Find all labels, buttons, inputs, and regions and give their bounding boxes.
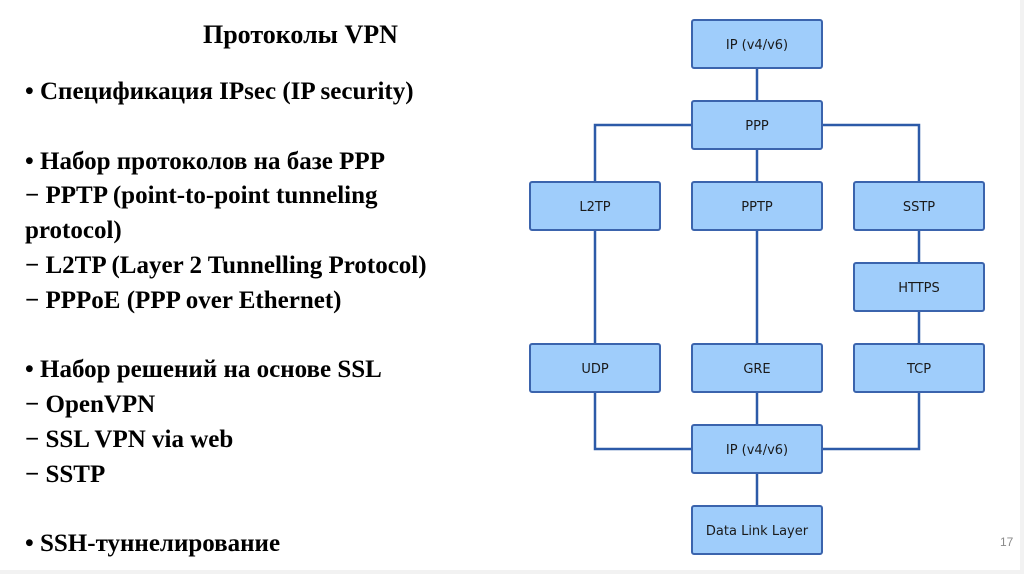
- diagram-nodes: IP (v4/v6) PPP L2TP PPTP SSTP HTTPS UDP GRE TCP I…: [529, 19, 985, 555]
- node-box: [691, 181, 823, 231]
- sub-item-openvpn: − OpenVPN: [25, 391, 156, 419]
- sub-item-pptp: − PPTP (point-to-point tunneling: [25, 182, 378, 210]
- node-box: [853, 181, 985, 231]
- bullet-ipsec: • Спецификация IPsec (IP security): [25, 78, 414, 105]
- node-udp: UDP: [529, 343, 661, 393]
- node-data-link: Data Link Layer: [691, 505, 823, 555]
- node-label: IP (v4/v6): [726, 443, 788, 458]
- node-tcp: TCP: [853, 343, 985, 393]
- node-box: [691, 100, 823, 150]
- node-box: [691, 505, 823, 555]
- node-https: HTTPS: [853, 262, 985, 312]
- sub-item-pptp-cont: protocol): [25, 217, 122, 245]
- node-sstp: SSTP: [853, 181, 985, 231]
- node-label: UDP: [581, 362, 609, 377]
- sub-item-pppoe: − PPPoE (PPP over Ethernet): [25, 286, 342, 314]
- node-l2tp: L2TP: [529, 181, 661, 231]
- slide-title: Протоколы VPN: [203, 20, 398, 49]
- node-label: PPTP: [741, 200, 773, 215]
- node-label: HTTPS: [898, 281, 940, 296]
- node-label: IP (v4/v6): [726, 38, 788, 53]
- node-box: [529, 181, 661, 231]
- node-box: [691, 343, 823, 393]
- sub-item-ssl-vpn-web: − SSL VPN via web: [25, 425, 234, 453]
- node-box: [691, 424, 823, 474]
- node-box: [529, 343, 661, 393]
- connector-ppp-l2tp: [593, 123, 692, 182]
- node-ip-top: IP (v4/v6): [691, 19, 823, 69]
- node-box: [853, 343, 985, 393]
- node-ppp: PPP: [691, 100, 823, 150]
- node-pptp: PPTP: [691, 181, 823, 231]
- connector-tcp-ip_bottom: [822, 392, 921, 451]
- node-box: [853, 262, 985, 312]
- node-box: [691, 19, 823, 69]
- sub-item-sstp: − SSTP: [25, 460, 106, 488]
- node-label: TCP: [906, 362, 931, 377]
- node-label: L2TP: [579, 200, 610, 215]
- node-label: Data Link Layer: [706, 524, 809, 539]
- node-ip-bottom: IP (v4/v6): [691, 424, 823, 474]
- page-number: 17: [1000, 535, 1014, 549]
- connector-udp-ip_bottom: [593, 392, 692, 451]
- node-label: SSTP: [903, 200, 935, 215]
- bullet-ssh: • SSH-туннелирование: [25, 530, 281, 558]
- slide-body: • Спецификация IPsec (IP security) • Наб…: [25, 75, 427, 562]
- bullet-ppp-family: • Набор протоколов на базе PPP: [25, 147, 385, 175]
- node-gre: GRE: [691, 343, 823, 393]
- node-label: PPP: [745, 119, 769, 134]
- bullet-ssl-family: • Набор решений на основе SSL: [25, 356, 382, 384]
- node-label: GRE: [743, 362, 770, 377]
- sub-item-l2tp: − L2TP (Layer 2 Tunnelling Protocol): [25, 251, 427, 279]
- connector-ppp-sstp: [822, 123, 921, 182]
